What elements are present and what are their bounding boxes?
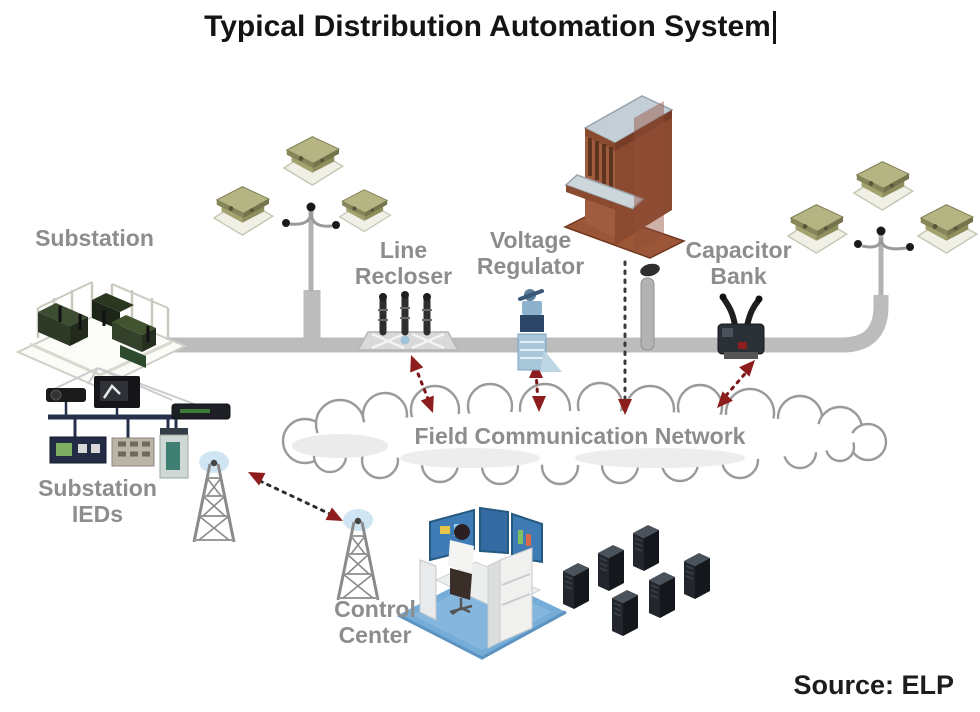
radio-tower-control-icon — [336, 507, 380, 602]
substation-ieds-icon — [46, 367, 231, 479]
label-substation-ieds: Substation IEDs — [38, 475, 157, 527]
link-recloser-cloud — [410, 355, 434, 413]
cloud-icon — [281, 381, 888, 486]
pole-device-icon — [640, 263, 660, 351]
label-capacitor-bank: Capacitor Bank — [685, 237, 792, 289]
text-cursor — [772, 10, 776, 44]
source-note: Source: ELP — [793, 670, 954, 700]
link-building-cloud — [618, 260, 632, 415]
label-control-center: Control Center — [334, 596, 416, 648]
page-title: Typical Distribution Automation System — [0, 10, 980, 44]
label-substation: Substation — [35, 225, 154, 251]
label-line-recloser: Line Recloser — [354, 237, 453, 289]
feeder-line — [160, 202, 914, 353]
page-title-text: Typical Distribution Automation System — [204, 10, 771, 43]
substation-icon — [15, 281, 188, 390]
label-field-communication-network: Field Communication Network — [414, 423, 746, 449]
line-recloser-icon — [356, 291, 460, 351]
server-racks-icon — [562, 524, 711, 637]
radio-tower-substation-icon — [192, 449, 236, 544]
building-icon — [563, 95, 686, 259]
houses-left-icon — [213, 135, 392, 236]
link-towers — [248, 472, 343, 521]
control-center-icon — [397, 506, 567, 660]
label-voltage-regulator: Voltage Regulator — [476, 227, 585, 279]
voltage-regulator-icon — [517, 289, 562, 372]
link-capacitor-cloud — [717, 360, 755, 408]
capacitor-bank-icon — [717, 293, 765, 359]
